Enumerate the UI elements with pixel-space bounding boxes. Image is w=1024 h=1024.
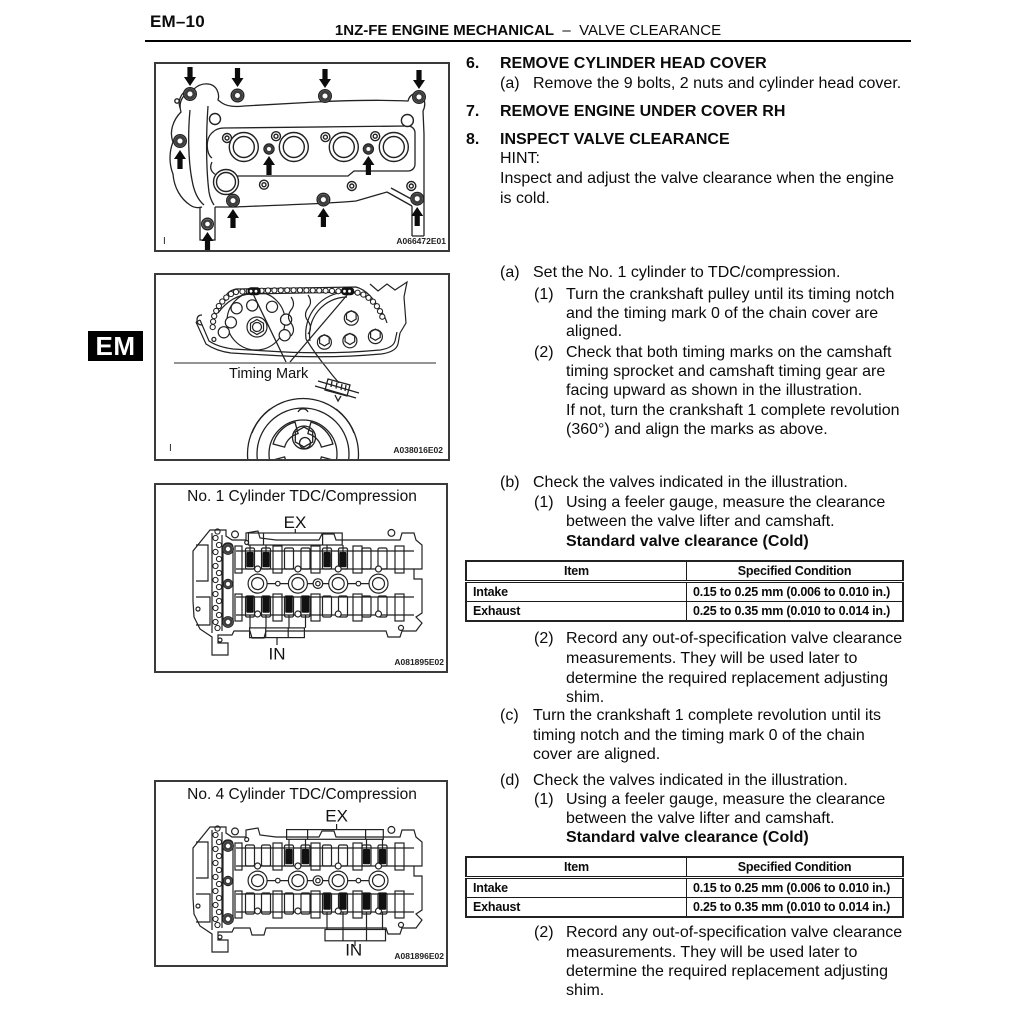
svg-text:No. 1 Cylinder TDC/Compression: No. 1 Cylinder TDC/Compression (187, 488, 417, 505)
svg-text:EX: EX (325, 807, 348, 826)
svg-text:A081896E02: A081896E02 (394, 951, 444, 961)
svg-text:I: I (163, 236, 166, 247)
svg-text:Timing Mark: Timing Mark (229, 366, 309, 382)
svg-text:A038016E02: A038016E02 (393, 445, 443, 455)
svg-text:IN: IN (345, 940, 362, 959)
svg-text:A066472E01: A066472E01 (396, 236, 446, 246)
svg-text:EX: EX (284, 513, 307, 532)
svg-text:I: I (169, 443, 172, 454)
svg-text:A081895E02: A081895E02 (394, 657, 444, 667)
svg-text:No. 4 Cylinder TDC/Compression: No. 4 Cylinder TDC/Compression (187, 786, 417, 803)
svg-text:IN: IN (269, 645, 286, 664)
